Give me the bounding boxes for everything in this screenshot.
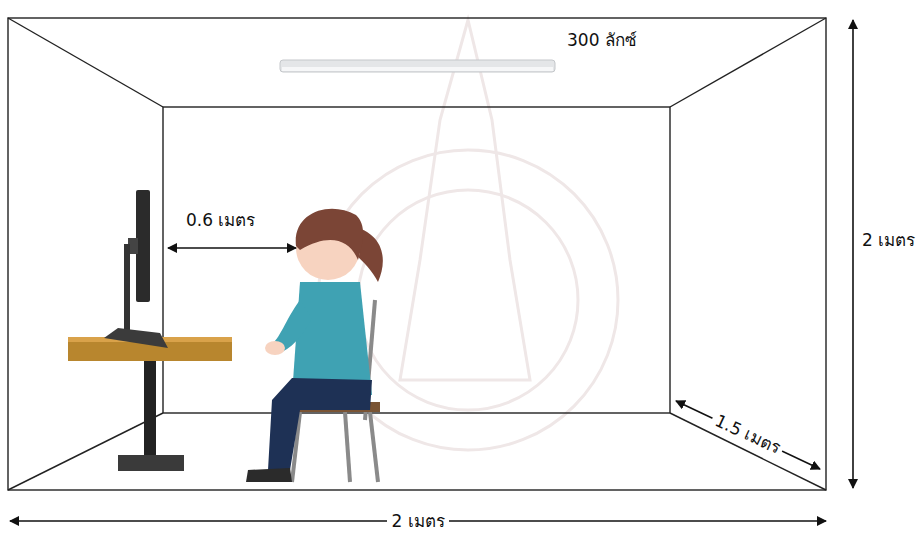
- dimension-line: [852, 20, 854, 488]
- dimension-line: [168, 247, 296, 249]
- ceiling-lamp: [280, 60, 555, 72]
- distance-label: 0.6 เมตร: [186, 210, 255, 230]
- desk: [68, 337, 232, 471]
- width-label: 2 เมตร: [387, 511, 448, 531]
- dimension-line: [676, 401, 820, 469]
- illuminance-label: 300 ลักซ์: [567, 30, 637, 50]
- person: [246, 209, 383, 482]
- height-label: 2 เมตร: [862, 230, 915, 250]
- room-outline: [8, 18, 826, 490]
- monitor: [104, 190, 168, 348]
